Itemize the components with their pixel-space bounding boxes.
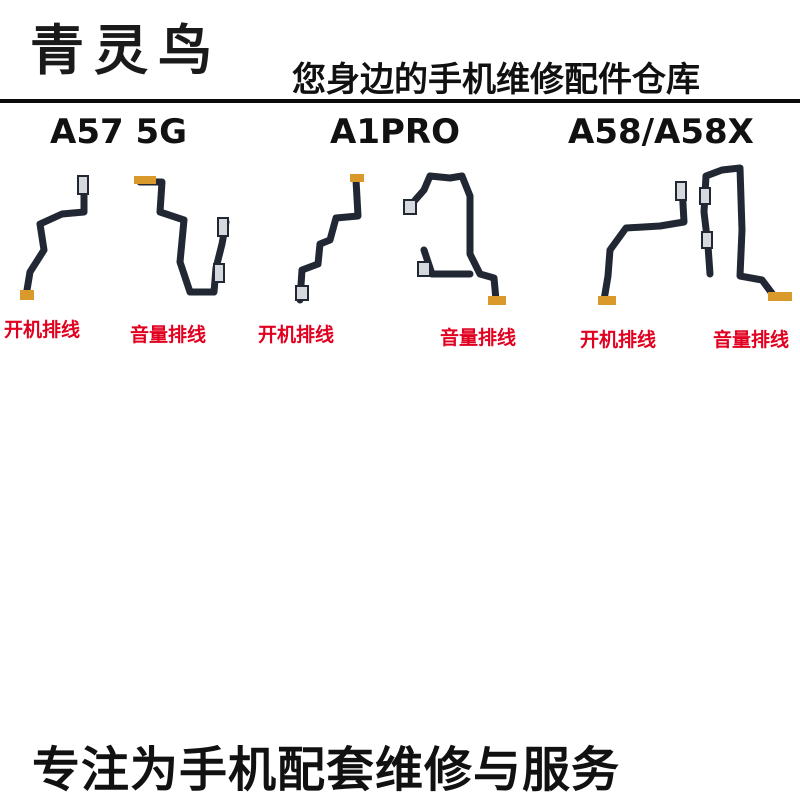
a1pro-power-flex-cable [296, 176, 362, 304]
model-label-a1pro: A1PRO [330, 112, 460, 152]
connector-contact [598, 296, 616, 305]
a58-volume-flex-cable [700, 164, 778, 300]
model-label-a57: A57 5G [50, 112, 188, 152]
model-label-a58: A58/A58X [568, 112, 754, 152]
connector-contact [20, 290, 34, 300]
a57-power-flex-cable [22, 176, 88, 300]
button-pad [699, 187, 711, 205]
button-pad [701, 231, 713, 249]
button-pad [217, 217, 229, 237]
button-pad [417, 261, 431, 277]
connector-contact [350, 174, 364, 182]
header-bar: 青灵鸟 您身边的手机维修配件仓库 [0, 0, 800, 100]
connector-contact [768, 292, 792, 301]
button-pad [403, 199, 417, 215]
caption-a57-power: 开机排线 [4, 319, 81, 341]
connector-contact [134, 176, 156, 184]
flex-cable-photos [20, 164, 792, 305]
caption-a1pro-power: 开机排线 [258, 324, 335, 346]
header-divider [0, 99, 800, 103]
brand-tagline: 您身边的手机维修配件仓库 [292, 60, 700, 100]
brand-name: 青灵鸟 [30, 19, 222, 82]
caption-a58-power: 开机排线 [580, 329, 657, 351]
button-pad [675, 181, 687, 201]
a58-power-flex-cable [600, 182, 688, 304]
footer-slogan: 专注为手机配套维修与服务 [32, 742, 621, 798]
caption-a57-volume: 音量排线 [130, 324, 207, 346]
a1pro-volume-flex-cable [406, 172, 500, 304]
a57-volume-flex-cable [136, 178, 230, 296]
button-pad [295, 285, 309, 301]
caption-a58-volume: 音量排线 [713, 329, 790, 351]
button-pad [77, 175, 89, 195]
caption-a1pro-volume: 音量排线 [440, 327, 517, 349]
connector-contact [488, 296, 506, 305]
button-pad [213, 263, 225, 283]
